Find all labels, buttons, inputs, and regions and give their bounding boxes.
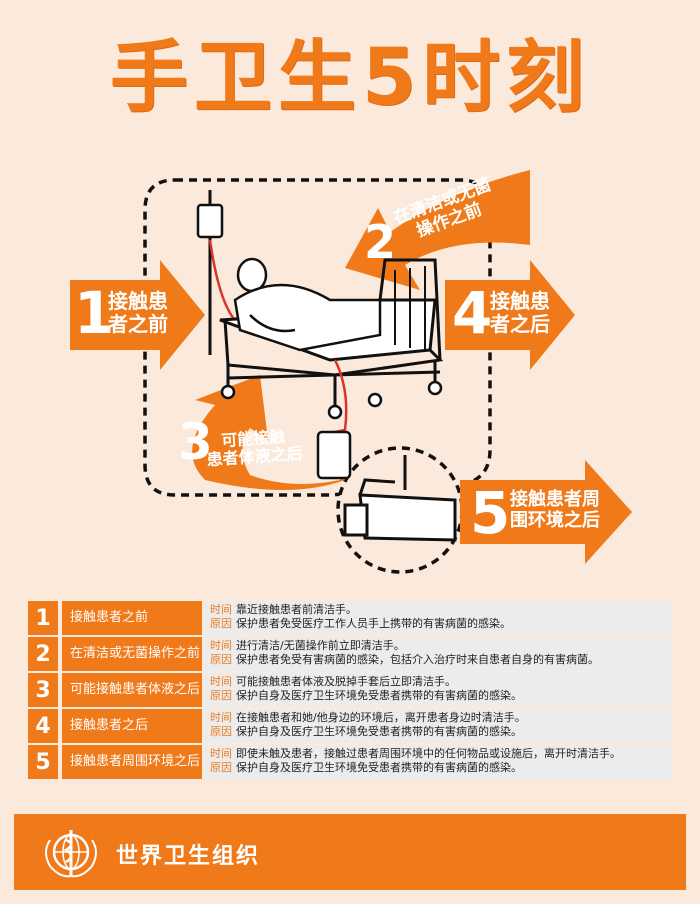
reason-text: 保护自身及医疗卫生环境免受患者携带的有害病菌的感染。	[236, 725, 522, 738]
reason-label: 原因	[210, 761, 232, 774]
illustration-svg	[70, 170, 632, 574]
time-label: 时间	[210, 603, 232, 616]
row-description: 时间在接触患者和她/他身边的环境后，离开患者身边时清洁手。 原因保护自身及医疗卫…	[204, 709, 672, 743]
row-name: 接触患者之后	[60, 709, 202, 743]
reason-label: 原因	[210, 617, 232, 630]
arrow-3-number: 3	[178, 413, 213, 471]
table-row: 5 接触患者周围环境之后 时间即使未触及患者，接触过患者周围环境中的任何物品或设…	[28, 745, 672, 779]
illustration: 1 接触患 者之前 2 在清洁或无菌 操作之前 3 可能接触 患者体液之后 4 …	[0, 150, 700, 590]
row-description: 时间可能接触患者体液及脱掉手套后立即清洁手。 原因保护自身及医疗卫生环境免受患者…	[204, 673, 672, 707]
arrow-1-label: 接触患 者之前	[108, 289, 168, 336]
row-name: 可能接触患者体液之后	[60, 673, 202, 707]
reason-text: 保护患者免受有害病菌的感染，包括介入治疗时来自患者自身的有害病菌。	[236, 653, 599, 666]
table-row: 4 接触患者之后 时间在接触患者和她/他身边的环境后，离开患者身边时清洁手。 原…	[28, 709, 672, 743]
reason-label: 原因	[210, 725, 232, 738]
reason-label: 原因	[210, 653, 232, 666]
row-number: 5	[28, 745, 58, 779]
row-name: 接触患者周围环境之后	[60, 745, 202, 779]
arrow-3-shape	[192, 375, 345, 490]
page-title: 手卫生5时刻	[109, 33, 591, 123]
iv-bag-icon	[196, 203, 224, 239]
arrow-4-label: 接触患 者之后	[490, 289, 550, 336]
arrow-5-shape	[460, 460, 632, 564]
table-row: 3 可能接触患者体液之后 时间可能接触患者体液及脱掉手套后立即清洁手。 原因保护…	[28, 673, 672, 707]
time-text: 可能接触患者体液及脱掉手套后立即清洁手。	[236, 675, 456, 688]
arrow-4-number: 4	[452, 279, 493, 347]
time-text: 靠近接触患者前清洁手。	[236, 603, 357, 616]
row-number: 1	[28, 601, 58, 635]
arrow-1-number: 1	[74, 279, 115, 347]
drain-bag-icon	[316, 430, 352, 480]
time-text: 即使未触及患者，接触过患者周围环境中的任何物品或设施后，离开时清洁手。	[236, 747, 621, 760]
arrow-5-label: 接触患者周 围环境之后	[510, 489, 600, 531]
row-number: 4	[28, 709, 58, 743]
time-text: 在接触患者和她/他身边的环境后，离开患者身边时清洁手。	[236, 711, 526, 724]
row-description: 时间靠近接触患者前清洁手。 原因保护患者免受医疗工作人员手上携带的有害病菌的感染…	[204, 601, 672, 635]
row-name: 接触患者之前	[60, 601, 202, 635]
org-name: 世界卫生组织	[116, 844, 261, 869]
row-description: 时间即使未触及患者，接触过患者周围环境中的任何物品或设施后，离开时清洁手。 原因…	[204, 745, 672, 779]
reason-text: 保护自身及医疗卫生环境免受患者携带的有害病菌的感染。	[236, 689, 522, 702]
who-emblem-icon	[45, 830, 97, 878]
reason-text: 保护患者免受医疗工作人员手上携带的有害病菌的感染。	[236, 617, 511, 630]
arrow-3-label: 可能接触 患者体液之后	[206, 426, 304, 470]
arrow-5-number: 5	[470, 479, 511, 547]
arrow-1-shape	[70, 260, 205, 370]
table-row: 1 接触患者之前 时间靠近接触患者前清洁手。 原因保护患者免受医疗工作人员手上携…	[28, 601, 672, 635]
bedside-environment-icon	[343, 455, 457, 542]
time-label: 时间	[210, 675, 232, 688]
reason-text: 保护自身及医疗卫生环境免受患者携带的有害病菌的感染。	[236, 761, 522, 774]
time-label: 时间	[210, 711, 232, 724]
row-number: 2	[28, 637, 58, 671]
time-text: 进行清洁/无菌操作前立即清洁手。	[236, 639, 405, 652]
row-number: 3	[28, 673, 58, 707]
hospital-bed-icon	[219, 257, 444, 420]
time-label: 时间	[210, 639, 232, 652]
footer-bar: 世界卫生组织	[14, 814, 686, 890]
iv-tube	[208, 239, 241, 326]
arrow-4-shape	[445, 260, 575, 370]
moments-table: 1 接触患者之前 时间靠近接触患者前清洁手。 原因保护患者免受医疗工作人员手上携…	[28, 601, 672, 781]
arrow-2-number: 2	[364, 215, 397, 269]
table-row: 2 在清洁或无菌操作之前 时间进行清洁/无菌操作前立即清洁手。 原因保护患者免受…	[28, 637, 672, 671]
time-label: 时间	[210, 747, 232, 760]
drain-tube	[333, 359, 348, 434]
row-description: 时间进行清洁/无菌操作前立即清洁手。 原因保护患者免受有害病菌的感染，包括介入治…	[204, 637, 672, 671]
row-name: 在清洁或无菌操作之前	[60, 637, 202, 671]
reason-label: 原因	[210, 689, 232, 702]
